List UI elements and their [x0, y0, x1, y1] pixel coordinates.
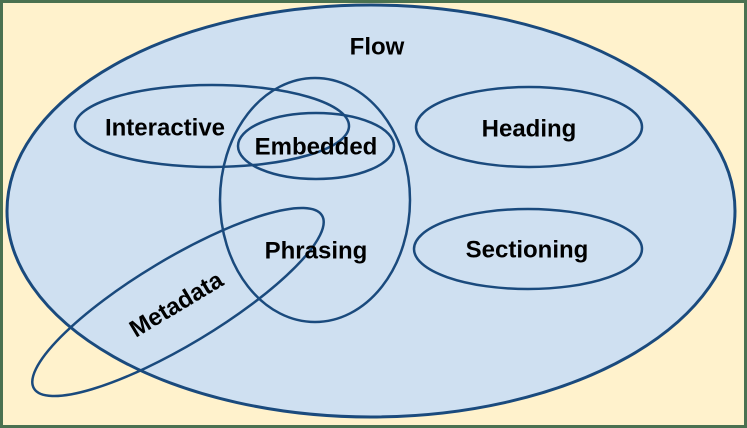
heading-set-ellipse: [414, 85, 644, 169]
metadata-set-ellipse: [31, 206, 325, 398]
embedded-set-ellipse: [236, 111, 396, 181]
sectioning-label: Sectioning: [466, 236, 589, 263]
flow-set-ellipse: [5, 3, 737, 419]
embedded-label: Embedded: [255, 133, 378, 160]
interactive-label: Interactive: [105, 114, 225, 141]
interactive-set-ellipse: [73, 83, 351, 169]
phrasing-set-ellipse: [218, 76, 412, 324]
flow-label: Flow: [350, 33, 405, 60]
phrasing-label: Phrasing: [265, 237, 368, 264]
sectioning-set-ellipse: [412, 207, 644, 291]
heading-label: Heading: [482, 115, 577, 142]
